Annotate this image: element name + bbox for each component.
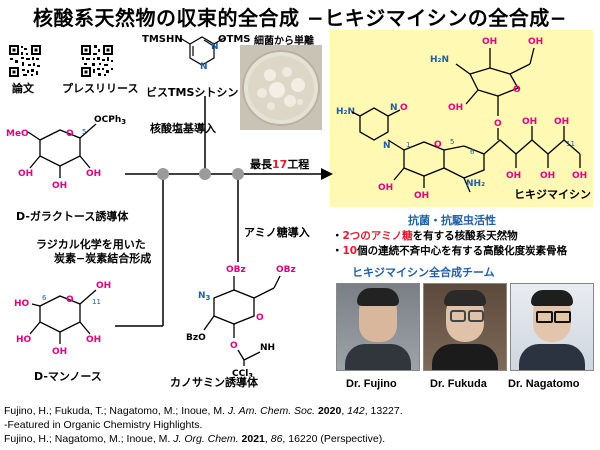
activity-bullet-2: ・10個の連続不斉中心を有する高酸化度炭素骨格 [332,245,568,257]
kanosamine-name: カノサミン誘導体 [170,376,258,389]
oh-label: OH [528,37,543,47]
ho-label: HO [14,299,30,309]
position-11-label: 11 [92,298,101,306]
junction-dot [157,168,169,180]
obz-label: OBz [226,265,246,275]
bacteria-label: 細菌から単離 [254,36,314,47]
meo-label: MeO [6,129,29,139]
obz-label: OBz [276,265,296,275]
reference-1: Fujino, H.; Fukuda, T.; Nagatomo, M.; In… [4,405,403,417]
oh-label: OH [554,117,569,127]
hikizimycin-name: ヒキジマイシン [514,188,591,201]
oh-label: OH [18,169,33,179]
hikizimycin-structure: OH OH H₂N O OH O H₂N N O N 1 O 5 6 OH OH… [336,37,587,201]
position-6-label: 6 [42,294,47,302]
otms-label: OTMS [218,34,250,45]
radical-step-line2: 炭素−炭素結合形成 [54,252,152,265]
qr-press-label: プレスリリース [62,82,139,95]
bzo-label: BzO [186,333,206,343]
qr-paper[interactable] [8,44,42,82]
bacteria-petri-dish-icon [240,45,322,130]
position-6-label: 6 [470,148,475,156]
oh-label: OH [96,281,111,291]
n-label: N [211,42,219,52]
tmshn-label: TMSHN [142,34,183,45]
o-label: O [230,341,238,351]
n3-label: N3 [198,291,211,302]
ho-label: HO [16,335,32,345]
junction-dot [199,168,211,180]
amino-sugar-step-label: アミノ糖導入 [244,226,310,239]
activity-title: 抗菌・抗駆虫活性 [408,214,496,227]
oh-label: OH [86,169,101,179]
oh-label: OH [572,171,587,181]
longest-steps-label: 最長17工程 [250,158,310,171]
kanosamine-structure: OBz OBz N3 O BzO O NH CCl3 [186,265,296,377]
oh-label: OH [378,183,393,193]
o-label: O [66,295,74,305]
reference-note: -Featured in Organic Chemistry Highlight… [4,419,203,431]
reagent-name: ビスTMSシトシン [146,86,239,99]
oh-label: OH [52,347,67,357]
o-label: O [400,103,408,113]
oh-label: OH [86,335,101,345]
o-label: O [434,140,442,150]
h2n-label: H₂N [336,107,355,117]
position-5-label: 5 [450,138,454,146]
reference-2: Fujino, H.; Nagatomo, M.; Inoue, M. J. O… [4,433,386,445]
member-name-nagatomo: Dr. Nagatomo [508,378,580,390]
qr-paper-label: 論文 [12,82,34,95]
galactose-structure: MeO O 5 OCPh3 OH OH OH [6,115,126,191]
bis-tms-cytosine-structure: TMSHN N N OTMS [142,34,250,72]
ocph3-label: OCPh3 [94,115,126,126]
hikizimycin-highlight-box [330,30,593,207]
oh-label: OH [482,37,497,47]
o-label: O [256,313,264,323]
oh-label: OH [506,171,521,181]
member-photo-fukuda [423,283,507,371]
nucleobase-step-label: 核酸塩基導入 [150,122,216,135]
member-photo-nagatomo [510,283,594,371]
oh-label: OH [448,103,463,113]
activity-bullet-1: ・2つのアミノ糖を有する核酸系天然物 [332,230,518,242]
page-title: 核酸系天然物の収束的全合成 −ヒキジマイシンの全合成− [33,6,567,30]
nh2-label: NH₂ [466,179,485,189]
position-1-label: 1 [406,141,410,149]
h2n-label: H₂N [430,55,449,65]
mannose-name: D-マンノース [34,370,102,383]
oh-label: OH [540,171,555,181]
n-label: N [383,141,391,151]
junction-dot [232,168,244,180]
position-5-label: 5 [82,128,86,136]
qr-code-icon [80,44,114,78]
member-photo-fujino [336,283,420,371]
nh-label: NH [260,343,275,353]
member-name-fukuda: Dr. Fukuda [430,378,487,390]
position-11-label: 11 [566,140,575,148]
radical-step-line1: ラジカル化学を用いた [36,238,146,251]
member-name-fujino: Dr. Fujino [346,378,397,390]
ccl3-label: CCl3 [232,369,253,377]
o-label: O [494,119,502,129]
n-label: N [390,103,398,113]
n-label: N [200,62,208,72]
o-label: O [513,85,521,95]
galactose-name: D-ガラクトース誘導体 [16,210,129,223]
oh-label: OH [52,181,67,191]
qr-code-icon [8,44,42,78]
oh-label: OH [522,117,537,127]
o-label: O [66,129,74,139]
oh-label: OH [414,191,429,201]
longest-steps-number: 17 [272,158,288,171]
qr-press[interactable] [80,44,114,82]
team-title: ヒキジマイシン全合成チーム [352,266,495,279]
mannose-structure: O 6 HO OH 11 HO OH OH [14,281,111,357]
